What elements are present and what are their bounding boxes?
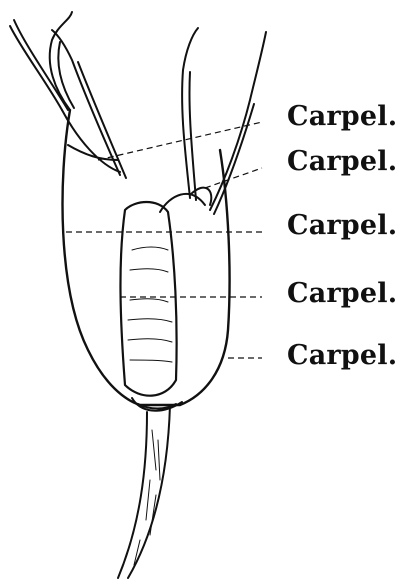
central-carpel-hatching xyxy=(128,247,172,362)
style-center-right xyxy=(182,28,198,200)
carpel-label-1: Carpel. xyxy=(287,103,397,130)
carpel-label-2: Carpel. xyxy=(287,148,397,175)
fruit-drawing xyxy=(10,12,266,578)
carpel-label-5: Carpel. xyxy=(287,342,397,369)
stalk xyxy=(118,405,170,578)
carpel-label-4: Carpel. xyxy=(287,280,397,307)
right-carpel-top xyxy=(160,188,211,212)
leader-line-2 xyxy=(205,168,262,188)
carpel-label-3: Carpel. xyxy=(287,212,397,239)
stalk-hatching xyxy=(134,430,160,565)
